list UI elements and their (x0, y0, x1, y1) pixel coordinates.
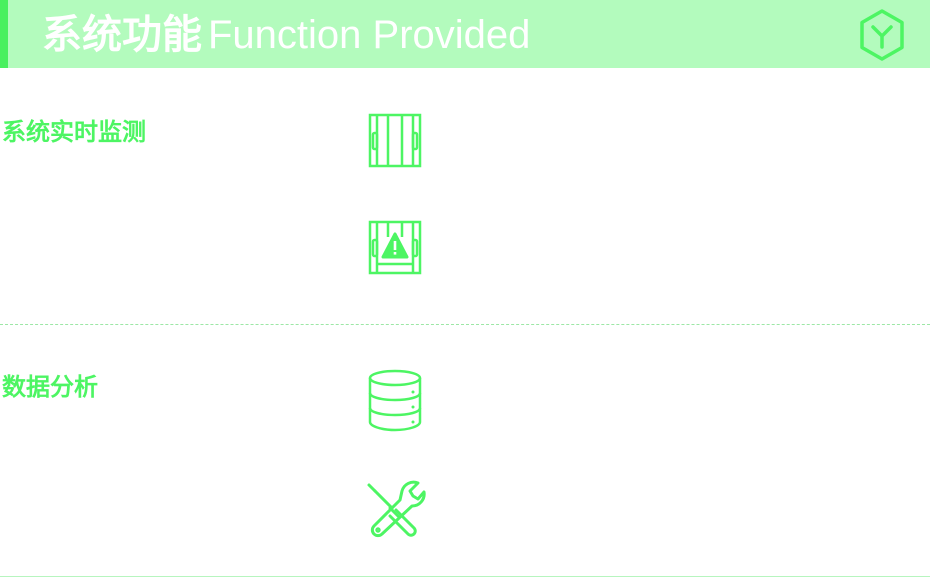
section-divider (0, 324, 930, 325)
bottom-divider (0, 576, 930, 577)
door-frame-icon (368, 113, 422, 168)
door-frame-warning-icon (368, 220, 422, 275)
page-title-en: Function Provided (208, 13, 531, 57)
database-icon (368, 369, 422, 432)
header-accent-bar (0, 0, 8, 68)
wrench-screwdriver-icon (367, 480, 426, 538)
hexagon-y-icon (860, 9, 904, 61)
section-title-realtime-monitoring: 系统实时监测 (2, 118, 146, 146)
section-title-data-analysis: 数据分析 (2, 373, 98, 401)
page-title-cn: 系统功能 (42, 12, 202, 58)
